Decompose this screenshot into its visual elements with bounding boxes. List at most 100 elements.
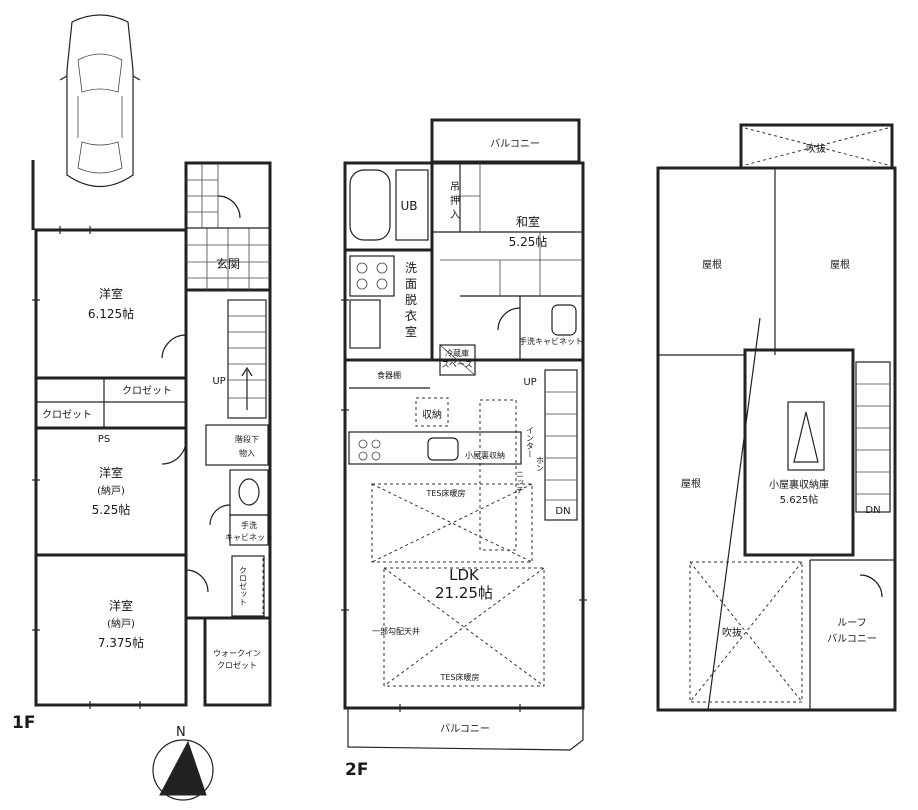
2f-stairs [544,369,578,521]
tes-area-2 [383,567,545,687]
1f-closet-vertical-label: クロゼット [239,566,248,606]
1f-yoshitsu2-size: 5.25帖 [92,502,131,517]
1f-yoshitsu3-size: 7.375帖 [98,635,144,650]
2f-tsuri-2: 押 [450,194,460,207]
1f-ps: PS [98,434,110,445]
compass-north-label: N [176,725,186,740]
attic-fukinuke-bottom: 吹抜 [722,626,742,639]
2f-ldk-size: 21.25帖 [435,584,493,602]
2f-kobai: 一部勾配天井 [372,626,420,636]
1f-yoshitsu2-name: 洋室 [99,465,123,480]
2f-niche: ニッチ [516,470,525,494]
2f-ub: UB [400,199,417,213]
attic-dn: DN [865,505,880,516]
2f-shokuryoko: 食器棚 [377,370,401,380]
1f-closet-b: クロゼット [42,409,92,421]
1f-walkin-block [203,616,272,707]
1f-closet-a: クロゼット [122,385,172,397]
attic-storage-dotted [479,399,517,551]
fridge-space [439,344,476,376]
door-swing-3 [185,569,209,593]
2f-balcony-top-label: バルコニー [490,138,540,150]
attic-outer-walls [656,166,897,712]
1f-hand-cabinet-2: キャビネット [225,533,273,542]
2f-balcony-bottom [347,708,584,751]
2f-senmen-2: 面 [405,277,417,291]
floor-1f: 洋室 6.125帖 クロゼット クロゼット PS 洋室 (納戸) 5.25帖 洋… [12,160,273,733]
2f-shuno: 収納 [422,408,442,421]
toilet-icon [238,478,260,506]
2f-balcony-bottom-label: バルコニー [440,723,490,735]
attic-roof-balcony-1: ルーフ [837,618,866,629]
door-swing-4 [209,504,231,526]
compass-icon: N [152,725,214,801]
1f-yoshitsu3-sub: (納戸) [107,617,135,630]
attic-fukinuke-top: 吹抜 [806,142,826,155]
floor-attic: 吹抜 屋根 屋根 屋根 小屋裏収納庫 5.625帖 DN 吹抜 ルーフ バルコニ… [656,123,897,712]
1f-understairs-1: 階段下 [235,434,259,444]
1f-yoshitsu1-size: 6.125帖 [88,306,134,321]
floor-2f: バルコニー UB 吊 押 入 和室 5.25帖 洗 面 脱 衣 室 冷蔵庫 スペ… [341,118,587,780]
1f-window-marks [32,226,141,709]
attic-koyaura-size: 5.625帖 [780,493,819,506]
2f-tsuri-3: 入 [450,210,460,221]
1f-yoshitsu3-name: 洋室 [109,598,133,613]
under-stairs-storage [205,424,269,466]
entrance-door-swing [217,195,241,219]
2f-outer-walls [343,161,585,710]
1f-up: UP [212,376,225,387]
attic-door-swing [859,574,883,598]
shower-area [395,169,429,241]
entrance-tile-grid [186,163,270,290]
floor-label-2f: 2F [345,760,368,780]
1f-understairs-2: 物入 [239,448,255,458]
attic-hatch [787,401,825,471]
2f-window-marks [341,299,587,712]
tes-area-1 [371,483,533,563]
door-swing-1 [161,334,187,359]
2f-senmen-3: 脱 [405,292,417,307]
1f-yoshitsu1-name: 洋室 [99,286,123,301]
attic-yane-3: 屋根 [681,477,701,490]
2f-intercom-2: ホン [536,456,545,472]
2f-reizouko-2: スペース [441,360,472,369]
1f-walkin-2: クロゼット [217,660,257,670]
attic-yane-1: 屋根 [702,258,722,271]
2f-reizouko-1: 冷蔵庫 [445,348,469,358]
attic-koyaura-name: 小屋裏収納庫 [769,478,829,491]
2f-dn: DN [555,506,570,517]
2f-tes-1: TES床暖房 [425,488,465,498]
2f-intercom-1: インター [526,426,535,458]
car-icon [59,14,141,187]
2f-tes-2: TES床暖房 [439,672,479,682]
kitchen-sink-icon [427,437,459,461]
attic-roof-balcony-2: バルコニー [827,633,877,645]
1f-stairs [227,299,267,419]
2f-tsuri-1: 吊 [450,181,460,193]
2f-door-swing-1 [497,307,521,331]
attic-storage-room [743,348,855,557]
2f-washitsu-size: 5.25帖 [509,234,548,249]
floor-label-1f: 1F [12,713,35,733]
2f-koyaura-shuno: 小屋裏収納 [465,450,505,460]
2f-up: UP [523,377,536,388]
1f-hand-cabinet-1: 手洗 [241,520,257,530]
1f-hand-cabinet [229,514,269,546]
vanity-icon [349,299,381,349]
kitchen-counter [348,431,522,465]
attic-fukinuke-bottom-box [689,561,803,703]
washing-machine-icon [349,255,395,297]
2f-senmen-1: 洗 [405,261,417,275]
2f-hand-cabinet: 手洗キャビネット [519,336,583,346]
door-swing-2 [161,439,187,465]
2f-washitsu-name: 和室 [516,214,540,229]
2f-ldk-name: LDK [449,566,480,584]
1f-closet-vertical [231,555,265,617]
2f-senmen-4: 衣 [405,308,417,323]
attic-stairs [855,361,891,513]
attic-roof-slope-line [707,317,761,711]
2f-toilet-icon [551,304,577,336]
1f-walkin-1: ウォークイン [213,649,261,658]
attic-yane-2: 屋根 [830,258,850,271]
